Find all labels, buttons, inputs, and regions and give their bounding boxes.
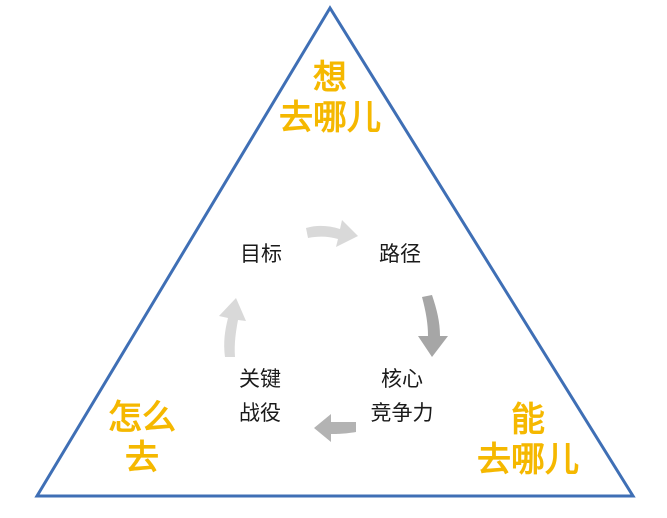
corner-label-bottom-right: 能 去哪儿 bbox=[477, 400, 579, 480]
cycle-node-core: 核心 竞争力 bbox=[370, 367, 434, 425]
cycle-node-battle: 关键 战役 bbox=[239, 367, 281, 425]
arrow-goal-to-path bbox=[306, 220, 358, 247]
arrow-core-to-battle bbox=[314, 414, 356, 442]
cycle-node-path: 路径 bbox=[379, 242, 421, 266]
arrow-path-to-core bbox=[418, 295, 448, 357]
arrow-battle-to-goal bbox=[219, 298, 246, 357]
cycle-node-goal: 目标 bbox=[240, 242, 282, 266]
corner-label-bottom-left: 怎么 去 bbox=[108, 398, 176, 478]
corner-label-top: 想 去哪儿 bbox=[279, 58, 381, 138]
triangle-outline bbox=[34, 5, 636, 498]
